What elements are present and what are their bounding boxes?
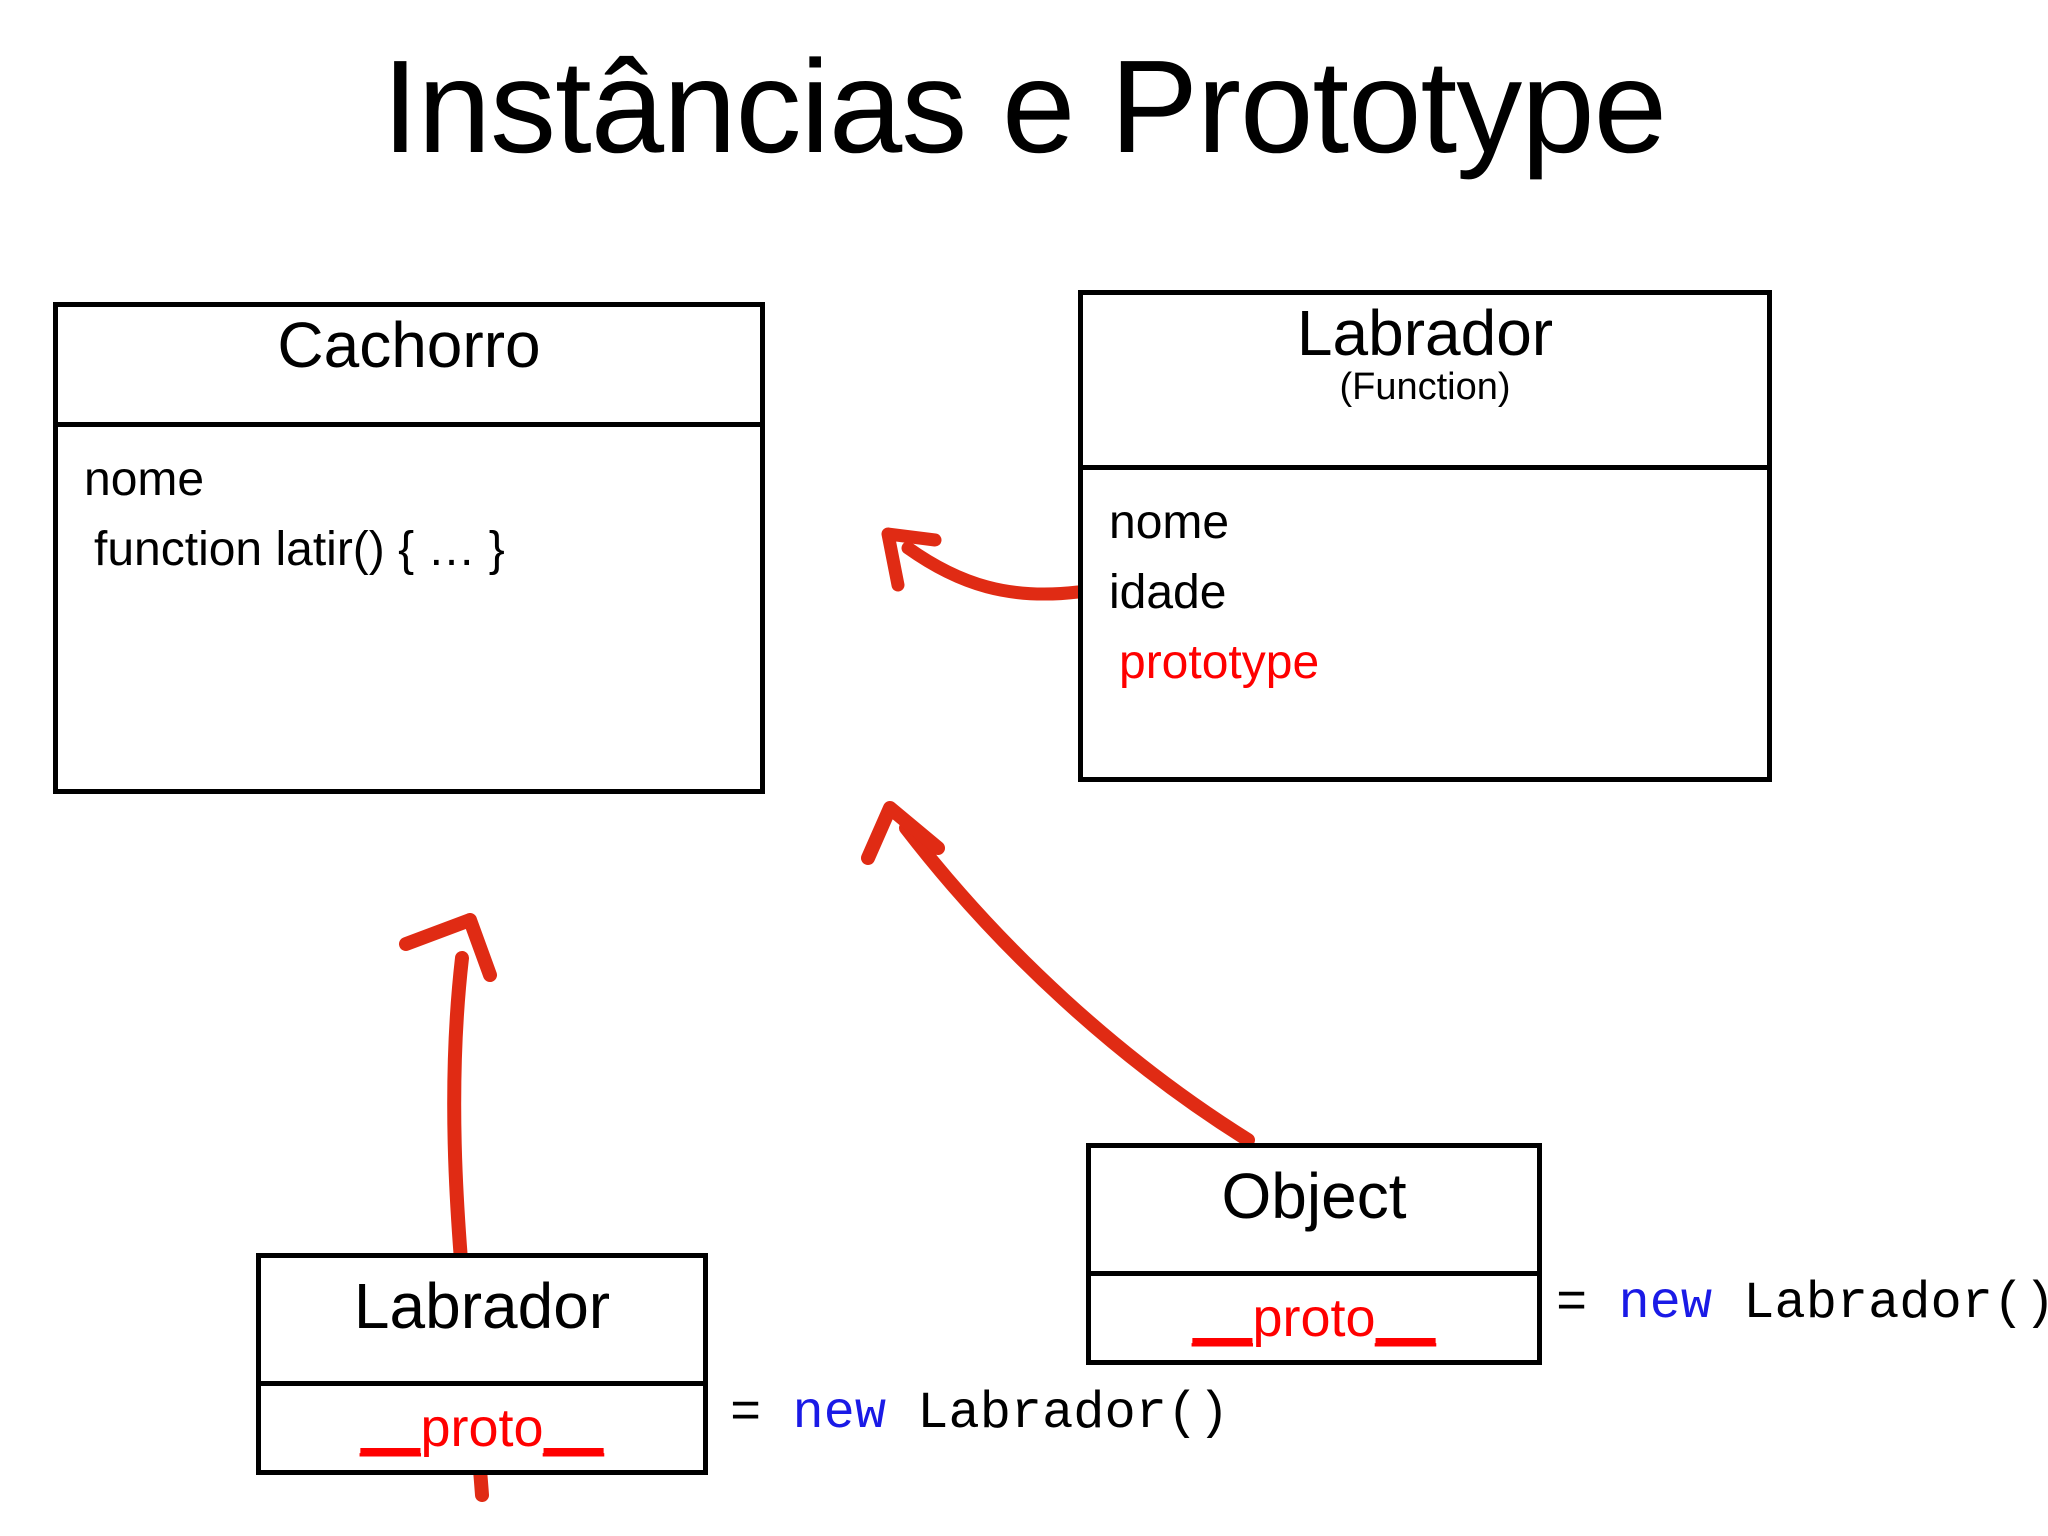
instance-box-object-header: Object [1091,1148,1537,1276]
instance-box-object: Object __proto__ [1086,1143,1542,1365]
instance-box-labrador-title: Labrador [353,1270,611,1342]
arrow-object-proto-to-labrador-prototype [861,801,1255,1147]
class-box-cachorro-body: nome function latir() { … } [58,427,760,585]
proto-prefix: __ [1192,1288,1253,1348]
class-box-labrador-function: Labrador (Function) nome idade prototype [1078,290,1772,782]
equals-sign: = [730,1384,762,1443]
attribute-nome: nome [1109,496,1230,549]
instance-box-labrador-proto-row: __proto__ [261,1386,703,1470]
code-assignment-object: = new Labrador() [1556,1278,2048,1330]
page-title: Instâncias e Prototype [381,33,1667,180]
attribute-nome: nome [84,453,205,506]
proto-suffix: __ [1375,1288,1436,1348]
proto-suffix: __ [543,1398,604,1458]
attribute-idade: idade [1109,566,1227,620]
class-box-labrador-function-subtitle: (Function) [1339,366,1511,409]
proto-prefix: __ [360,1398,421,1458]
class-box-cachorro-title: Cachorro [277,309,541,381]
arrow-labrador-prototype-to-cachorro [881,527,1085,601]
class-box-labrador-function-header: Labrador (Function) [1083,295,1767,470]
proto-label: proto [1252,1288,1376,1348]
equals-sign: = [1556,1274,1588,1333]
proto-property-object: __proto__ [1192,1291,1435,1345]
proto-property-labrador: __proto__ [360,1401,603,1455]
keyword-new: new [1618,1274,1713,1333]
class-box-labrador-function-body: nome idade prototype [1083,470,1767,698]
instance-box-labrador-header: Labrador [261,1258,703,1386]
constructor-call: Labrador() [1743,1274,2048,1333]
keyword-new: new [792,1384,887,1443]
class-box-labrador-function-title: Labrador [1296,297,1554,369]
attribute-prototype: prototype [1119,636,1320,690]
class-box-cachorro-header: Cachorro [58,307,760,427]
instance-box-object-title: Object [1221,1160,1407,1232]
class-box-cachorro: Cachorro nome function latir() { … } [53,302,765,794]
constructor-call: Labrador() [917,1384,1230,1443]
attribute-function-latir: function latir() { … } [94,523,505,577]
instance-box-labrador: Labrador __proto__ [256,1253,708,1475]
instance-box-object-proto-row: __proto__ [1091,1276,1537,1360]
proto-label: proto [420,1398,544,1458]
code-assignment-labrador: = new Labrador() [730,1388,1229,1440]
